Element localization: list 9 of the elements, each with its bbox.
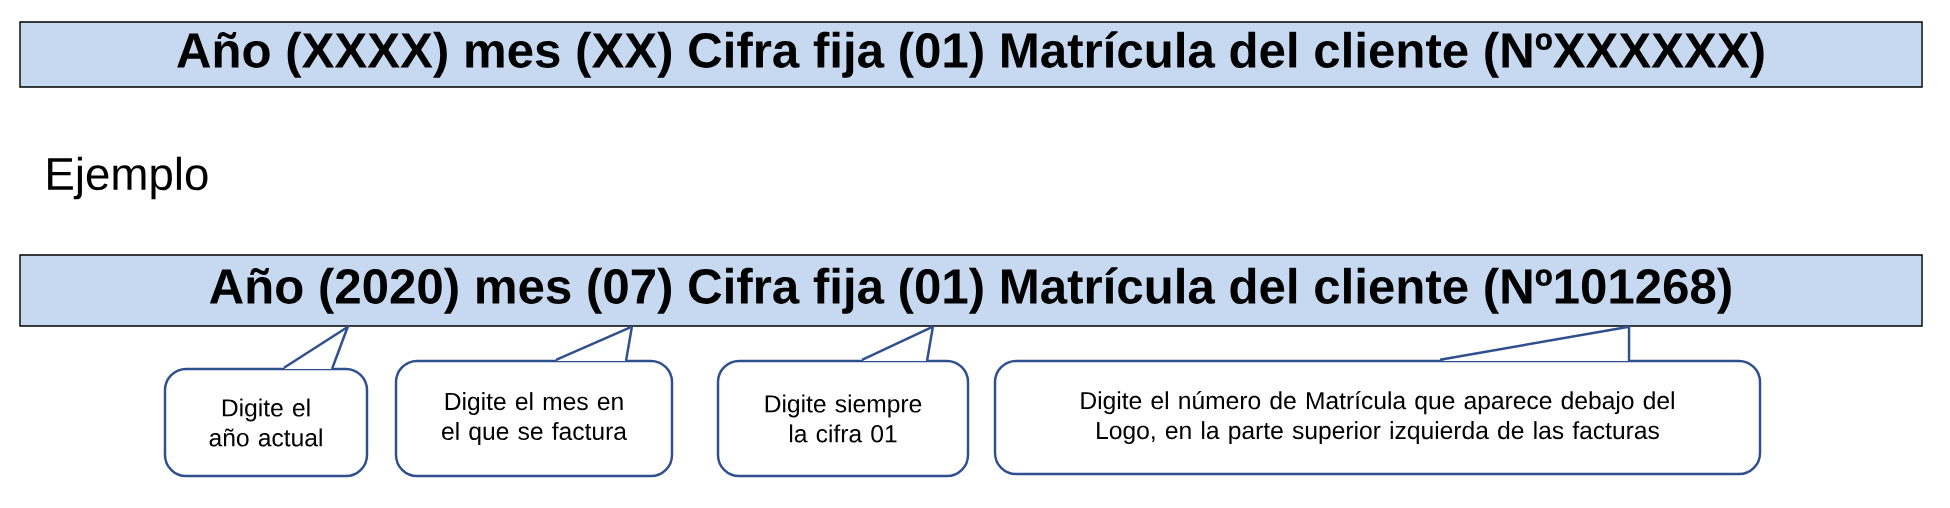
callout-box: Digite el año actual [163, 325, 369, 478]
callout-box: Digite el número de Matrícula que aparece debajo del Logo, en la parte superior izquierda de las facturas [993, 326, 1762, 476]
code-format-bar: Año (2020) mes (07) Cifra fija (01) Matrícula del cliente (Nº101268) [19, 254, 1923, 327]
callout-box: Digite el mes en el que se factura [394, 325, 674, 478]
code-format-bar: Año (XXXX) mes (XX) Cifra fija (01) Matrícula del cliente (NºXXXXXX) [19, 21, 1923, 88]
callout-tail [1439, 325, 1630, 361]
callout-box: Digite siempre la cifra 01 [716, 325, 970, 478]
heading-text: Ejemplo [48, 156, 208, 200]
callout-tail [283, 325, 349, 369]
